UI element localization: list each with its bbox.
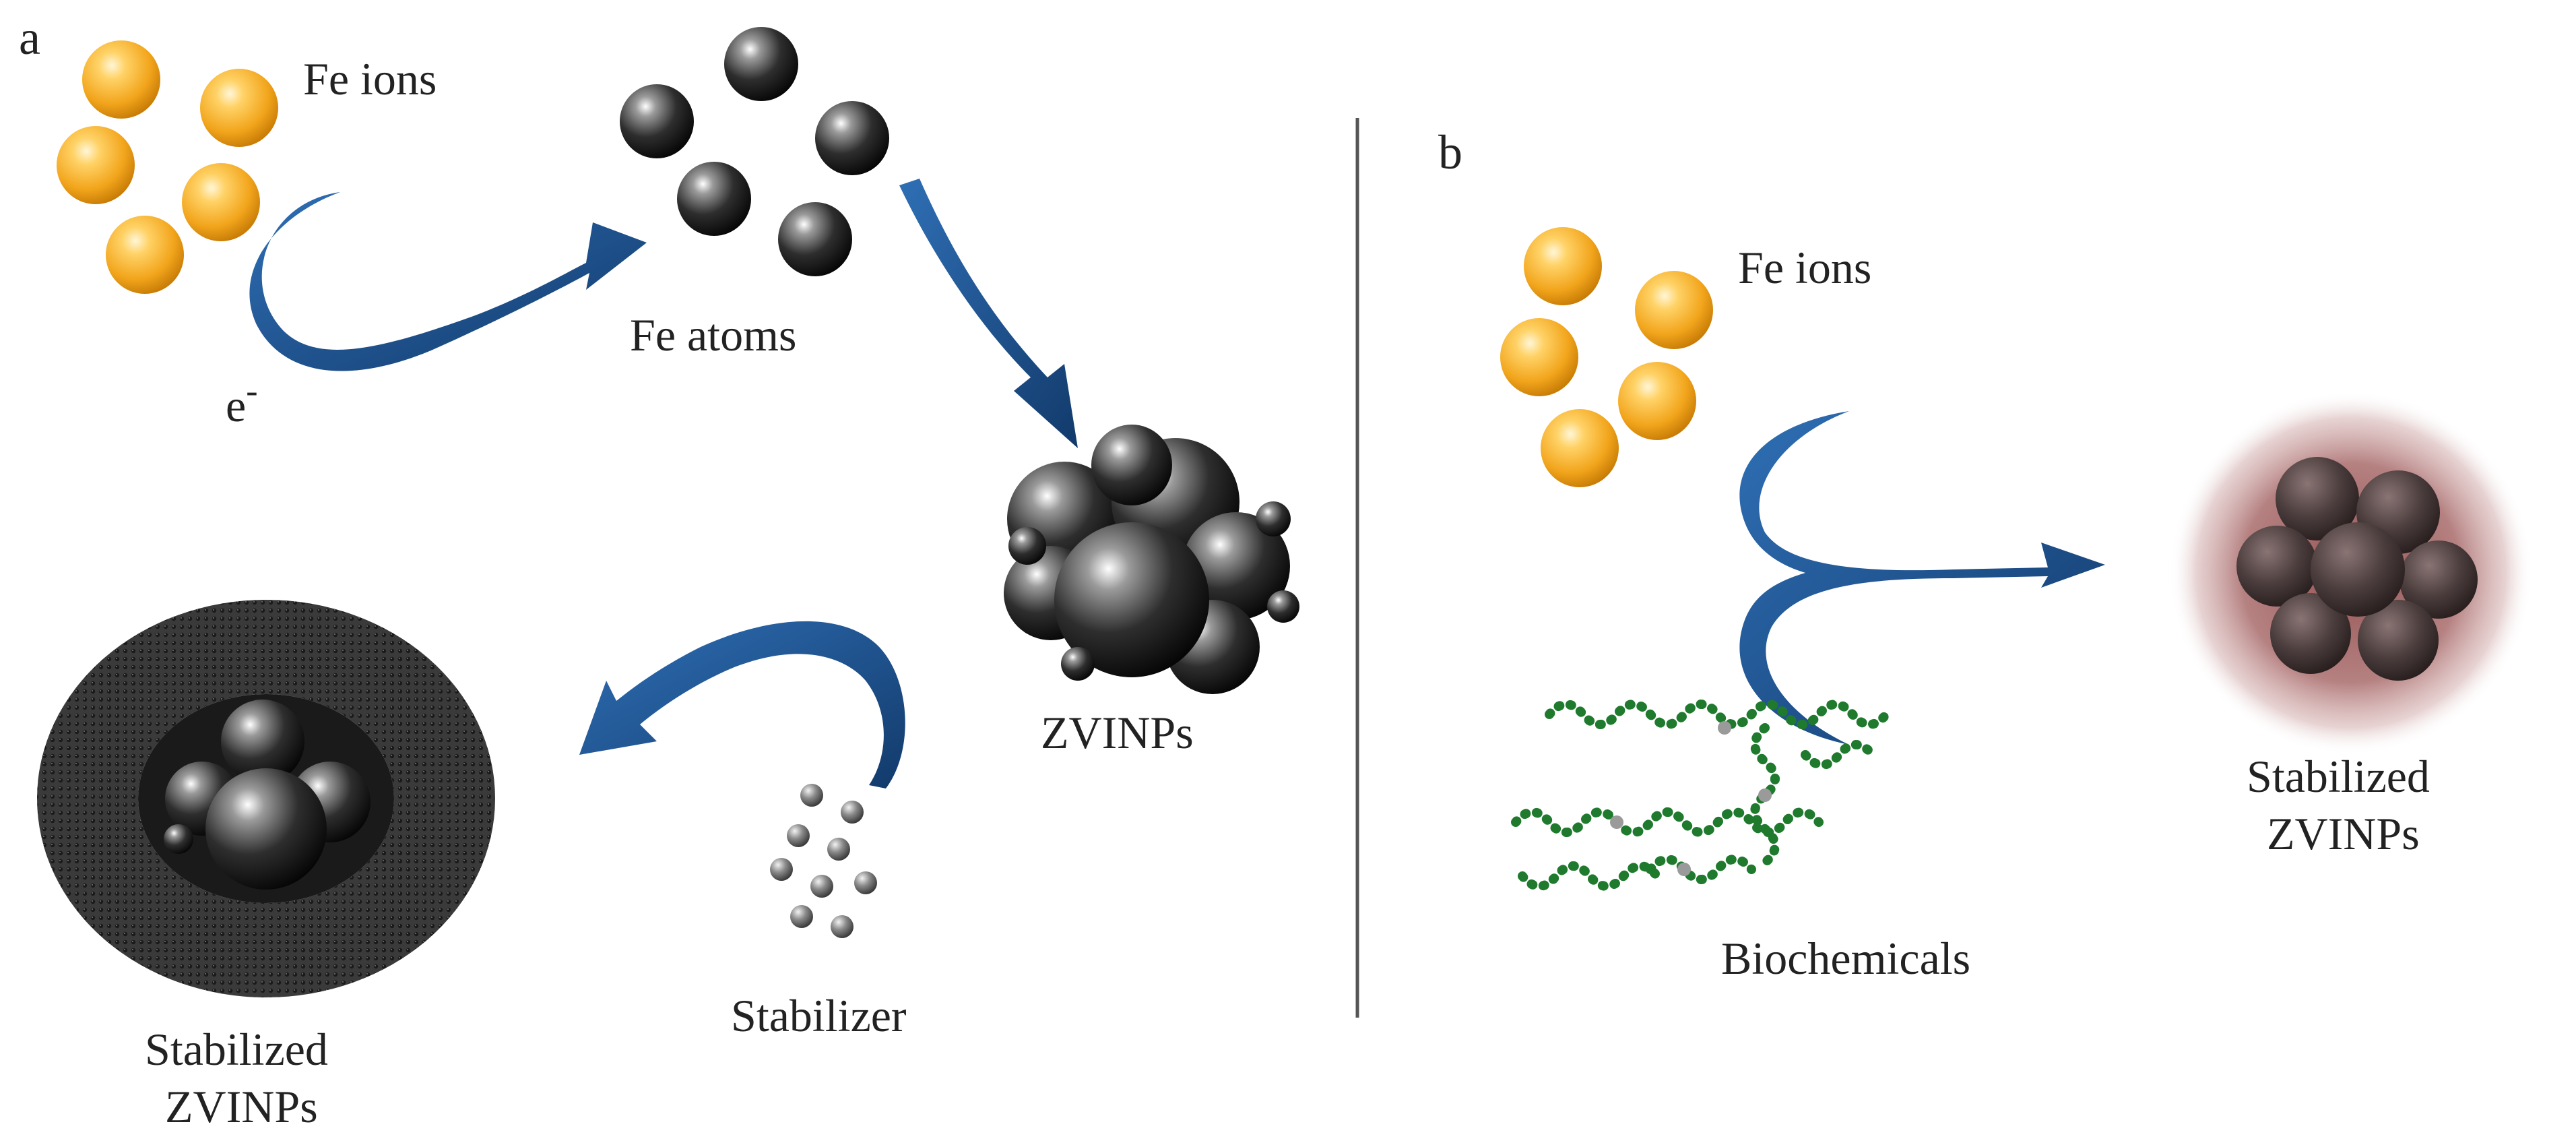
stabilizer-label: Stabilizer [731, 990, 907, 1041]
fe-ion [1524, 227, 1602, 305]
stabilized-label-a-line1: Stabilized [145, 1024, 328, 1075]
stabilization-arrow [579, 621, 905, 788]
biochemicals-label: Biochemicals [1721, 933, 1970, 984]
biochemical-node [1610, 815, 1623, 829]
fe-atoms-cluster [620, 27, 889, 276]
nanoparticle [221, 700, 304, 783]
nanoparticle [1182, 512, 1290, 620]
fe-ion [1618, 362, 1696, 440]
electron-label: e- [226, 372, 258, 431]
stabilizer-bead [787, 824, 810, 847]
fe-ions-cluster-a [57, 40, 278, 294]
biochemical-nodes [1610, 721, 1772, 876]
zvinps-label: ZVINPs [1041, 707, 1194, 758]
fe-ion [200, 69, 278, 147]
stabilizer-bead [770, 858, 793, 881]
fe-ion [106, 216, 184, 294]
nanoparticle [1256, 501, 1291, 536]
biochemical-node [1677, 863, 1691, 876]
nanoparticle [2276, 457, 2359, 540]
stabilizer-bead [810, 875, 833, 898]
nanoparticle [1054, 522, 1209, 677]
panel-a: a Fe ions e- Fe atoms [19, 11, 1299, 1132]
biochemical-chain [1801, 740, 1877, 770]
biochemical-node [1758, 788, 1772, 802]
nanoparticle [2400, 540, 2478, 619]
stabilizer-bead [831, 915, 854, 938]
nanoparticle [2236, 526, 2317, 607]
panel-b-letter: b [1438, 125, 1462, 179]
biochemical-node [1718, 721, 1731, 735]
nanoparticle [205, 768, 327, 890]
nanoparticle [1091, 425, 1172, 505]
stabilizer-bead [800, 784, 823, 807]
nanoparticle [1267, 590, 1299, 623]
stabilizer-bead [827, 838, 850, 861]
biochemical-chain [1545, 700, 1891, 729]
reduction-arrow [249, 192, 647, 371]
fe-atom [677, 162, 751, 236]
nanoparticle [1008, 527, 1046, 565]
stabilizer-bead [841, 801, 864, 824]
stabilized-zvinps-b [2169, 391, 2533, 755]
merge-arrow [1739, 411, 2105, 745]
biochemical-chain [1646, 855, 1756, 884]
fe-atom [778, 202, 852, 276]
fe-ions-label-b: Fe ions [1738, 242, 1871, 293]
stabilizer-beads [770, 784, 877, 938]
nanoparticle [2270, 593, 2351, 674]
fe-atom [724, 27, 798, 101]
stabilized-zvinps-a [37, 600, 495, 997]
fe-ion [1500, 318, 1578, 396]
nanoparticle [164, 824, 193, 854]
fe-ions-label-a: Fe ions [303, 53, 437, 104]
biochemicals [1511, 700, 1891, 891]
fe-atoms-label: Fe atoms [630, 309, 796, 361]
fe-ion [182, 163, 260, 241]
nanoparticle [2358, 600, 2439, 681]
stabilized-label-a-line2: ZVINPs [165, 1081, 318, 1132]
fe-ion [1541, 409, 1619, 487]
fe-atom [815, 101, 889, 175]
fe-ion [1635, 271, 1713, 349]
fe-ions-cluster-b [1500, 227, 1713, 487]
biochemical-chain [1518, 861, 1662, 891]
panel-a-letter: a [19, 11, 40, 65]
stabilized-label-b-line2: ZVINPs [2267, 808, 2420, 859]
fe-ion [82, 40, 160, 119]
zvinps-aggregate [1004, 425, 1299, 694]
stabilizer-bead [854, 871, 877, 894]
panel-b: b Fe ions Biochemicals [1438, 125, 2533, 984]
fe-atom [620, 84, 694, 158]
aggregation-arrow [899, 179, 1078, 448]
nanoparticle [1061, 647, 1095, 681]
fe-ion [57, 126, 135, 204]
biochemical-chain [1511, 807, 1824, 837]
stabilized-label-b-line1: Stabilized [2247, 751, 2430, 802]
nanoparticle [2311, 522, 2405, 617]
stabilizer-bead [790, 905, 813, 928]
